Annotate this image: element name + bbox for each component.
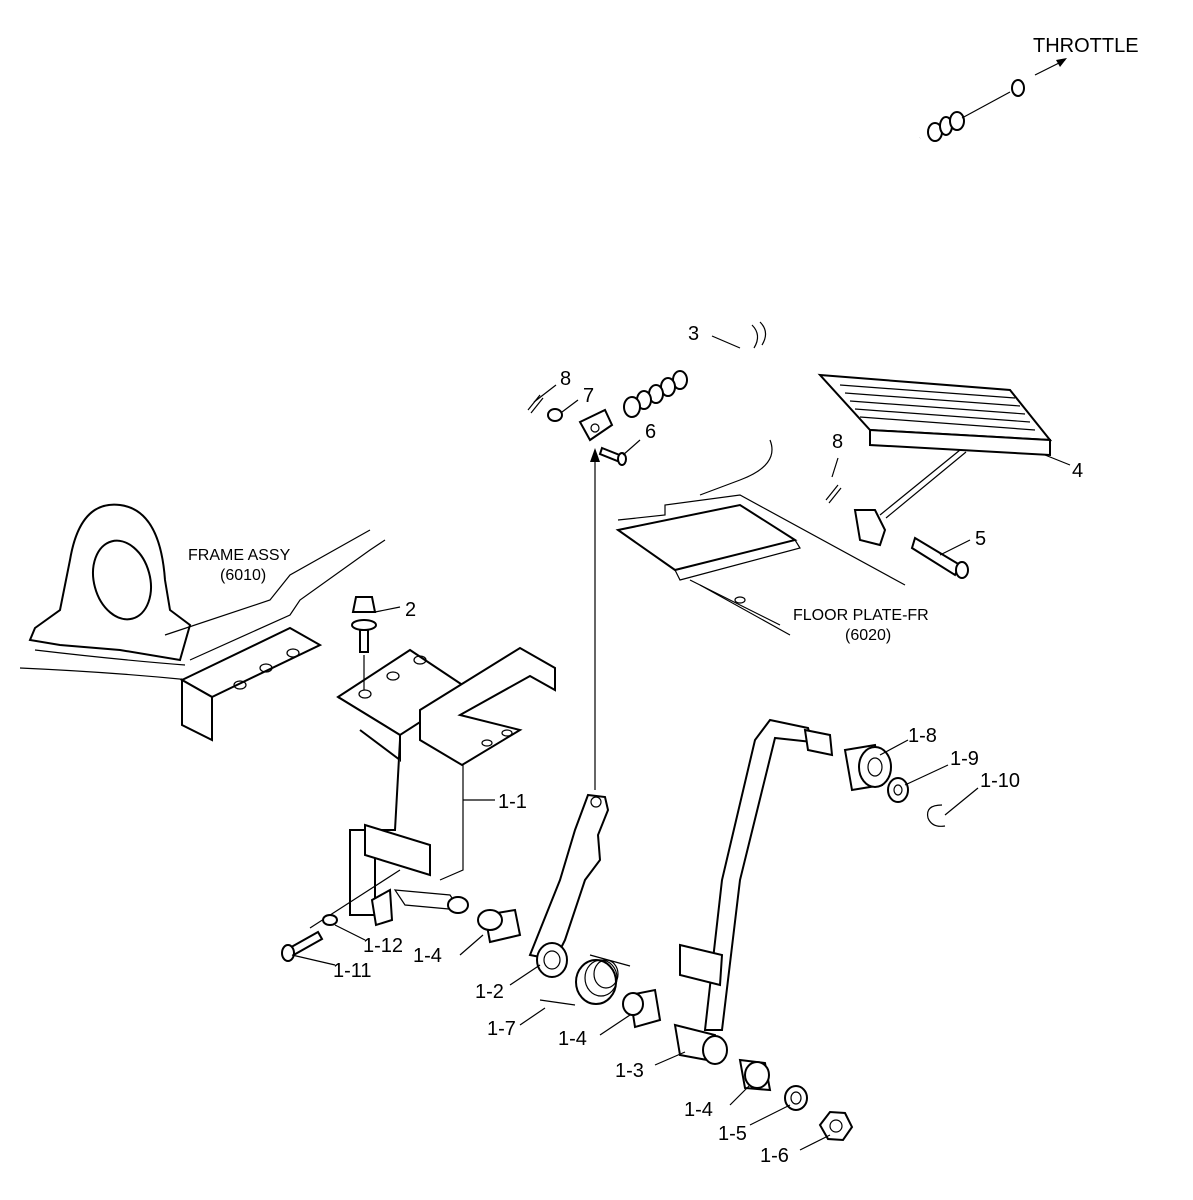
callout-7: 7 xyxy=(583,385,594,407)
bushing-1-4-right xyxy=(738,1058,772,1092)
callout-1-4-right: 1-4 xyxy=(684,1099,713,1121)
callout-4: 4 xyxy=(1072,460,1083,482)
washer-1-5 xyxy=(784,1085,808,1111)
callout-1-3: 1-3 xyxy=(615,1060,644,1082)
throttle-lever xyxy=(528,793,610,978)
floor-plate-label: FLOOR PLATE-FR xyxy=(793,607,929,624)
callout-1-5: 1-5 xyxy=(718,1123,747,1145)
cotter-pin-8-top xyxy=(527,394,544,414)
callout-1-7: 1-7 xyxy=(487,1018,516,1040)
frame-assy-code: (6010) xyxy=(220,567,266,584)
callout-1-8: 1-8 xyxy=(908,725,937,747)
bolt-2 xyxy=(351,596,377,690)
callout-1-11: 1-11 xyxy=(333,960,372,982)
pedal-arm xyxy=(673,718,834,1065)
callout-1-2: 1-2 xyxy=(475,981,504,1003)
clip-1-10 xyxy=(926,804,946,827)
floor-plate xyxy=(615,439,906,636)
callout-5: 5 xyxy=(975,528,986,550)
cable-lower-end xyxy=(578,370,688,442)
callout-1-4-left: 1-4 xyxy=(413,945,442,967)
leader-lines xyxy=(291,58,1071,1151)
washer-1-9 xyxy=(887,777,909,803)
part-callouts: 2 3 4 5 6 7 8 8 1-1 1-2 1-3 1-4 1-4 1-4 … xyxy=(333,323,1083,1167)
throttle-cable xyxy=(578,79,1025,442)
floor-plate-code: (6020) xyxy=(845,627,891,644)
bolt-1-11 xyxy=(281,914,338,962)
callout-1-6: 1-6 xyxy=(760,1145,789,1167)
throttle-label: THROTTLE xyxy=(1033,35,1139,57)
pedal-pad xyxy=(817,373,1053,547)
callout-1-10: 1-10 xyxy=(980,770,1020,792)
cable-adjuster xyxy=(927,79,1025,142)
callout-1-9: 1-9 xyxy=(950,748,979,770)
washer-7 xyxy=(547,408,563,422)
bushing-1-4-middle xyxy=(622,988,662,1029)
bushing-1-4-left xyxy=(477,908,522,944)
callout-3: 3 xyxy=(688,323,699,345)
pin-6 xyxy=(598,446,627,466)
callout-1-1: 1-1 xyxy=(498,791,527,813)
callout-1-12: 1-12 xyxy=(363,935,403,957)
cotter-pin-8 xyxy=(825,484,842,504)
callout-1-4-middle: 1-4 xyxy=(558,1028,587,1050)
reference-labels: THROTTLE FRAME ASSY (6010) FLOOR PLATE-F… xyxy=(188,35,1139,644)
callout-2: 2 xyxy=(405,599,416,621)
frame-assy-label: FRAME ASSY xyxy=(188,547,291,564)
frame-assy xyxy=(19,503,386,742)
return-spring xyxy=(539,954,631,1006)
roller-1-8 xyxy=(843,743,892,792)
pin-5 xyxy=(910,536,969,579)
pedal-bracket xyxy=(309,646,556,929)
nut-1-6 xyxy=(818,1110,854,1142)
callout-6: 6 xyxy=(645,421,656,443)
callout-8-top: 8 xyxy=(560,368,571,390)
callout-8-pedal: 8 xyxy=(832,431,843,453)
